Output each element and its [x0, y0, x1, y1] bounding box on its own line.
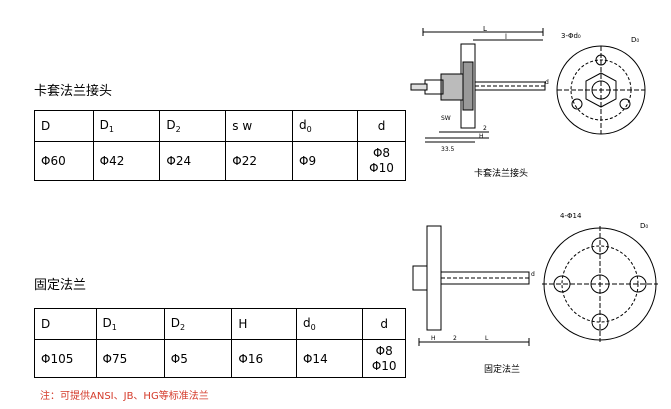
label-holes: 4-Φ14 — [560, 212, 582, 220]
header-d: d — [357, 110, 406, 142]
compression-flange-side-drawing: L l SW 2 H 33.5 d — [410, 25, 549, 153]
label-two: 2 — [483, 125, 487, 132]
label-SW: SW — [441, 115, 451, 122]
spec-table-2: D D1 D2 H d0 d Φ105 Φ75 Φ5 Φ16 Φ14 Φ8 Φ1… — [34, 308, 406, 378]
label-H: H — [431, 335, 436, 342]
footnote: 注：可提供ANSI、JB、HG等标准法兰 — [40, 391, 209, 402]
cell: Φ105 — [34, 339, 97, 378]
fixed-flange-front-drawing: 4-Φ14 D₀ — [542, 212, 658, 342]
table-header-row: D D1 D2 s w d0 d — [34, 110, 406, 142]
label-D0: D₀ — [631, 36, 639, 44]
header-D: D — [34, 110, 94, 142]
label-H: H — [479, 133, 484, 140]
cell: Φ60 — [34, 141, 94, 181]
cell-stacked: Φ8 Φ10 — [357, 141, 406, 181]
cell: Φ5 — [163, 339, 233, 378]
cell: Φ14 — [295, 339, 364, 378]
cell: Φ24 — [159, 141, 227, 181]
header-D1: D1 — [92, 110, 161, 142]
label-L: L — [483, 25, 487, 33]
cell: Φ9 — [291, 141, 359, 181]
drawing1-caption: 卡套法兰接头 — [474, 169, 529, 179]
label-l: l — [505, 33, 507, 41]
header-sw: s w — [225, 110, 293, 142]
compression-flange-front-drawing: 3-Φd₀ D₀ — [556, 32, 646, 135]
header-d0: d0 — [291, 110, 359, 142]
section2-title: 固定法兰 — [34, 278, 87, 293]
header-D2: D2 — [159, 110, 227, 142]
cell: Φ16 — [231, 339, 297, 378]
header-D1: D1 — [95, 308, 165, 340]
label-L: L — [485, 335, 489, 342]
label-dim: 33.5 — [441, 146, 455, 153]
label-holes: 3-Φd₀ — [561, 32, 581, 40]
label-d: d — [531, 271, 535, 278]
cell: Φ22 — [225, 141, 293, 181]
header-d0: d0 — [295, 308, 364, 340]
spec-table-1: D D1 D2 s w d0 d Φ60 Φ42 Φ24 Φ22 Φ9 Φ8 Φ… — [34, 110, 406, 181]
cell: Φ42 — [92, 141, 161, 181]
header-D: D — [34, 308, 97, 340]
table-header-row: D D1 D2 H d0 d — [34, 308, 406, 340]
drawing2-caption: 固定法兰 — [484, 365, 521, 375]
label-D0: D₀ — [640, 222, 648, 230]
cell-stacked: Φ8 Φ10 — [362, 339, 406, 378]
label-d: d — [545, 79, 549, 86]
header-D2: D2 — [163, 308, 233, 340]
section1-title: 卡套法兰接头 — [34, 84, 113, 99]
table-row: Φ105 Φ75 Φ5 Φ16 Φ14 Φ8 Φ10 — [34, 339, 406, 378]
header-d: d — [362, 308, 406, 340]
header-H: H — [231, 308, 297, 340]
fixed-flange-side-drawing: H 2 L d — [412, 225, 535, 346]
cell: Φ75 — [95, 339, 165, 378]
label-two: 2 — [453, 335, 457, 342]
table-row: Φ60 Φ42 Φ24 Φ22 Φ9 Φ8 Φ10 — [34, 141, 406, 181]
